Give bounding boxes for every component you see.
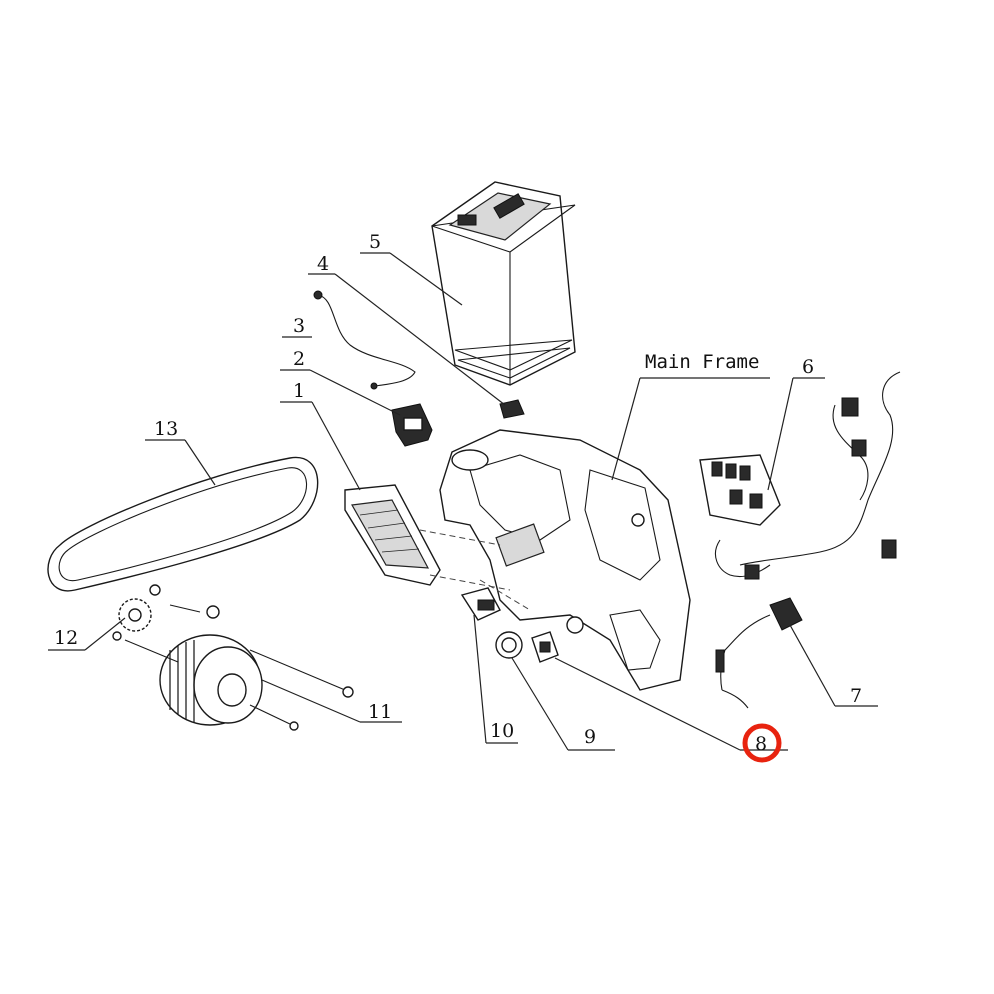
sensor-cable — [313, 290, 416, 390]
callout-9: 9 — [584, 726, 596, 748]
sprocket — [112, 584, 161, 641]
callout-1: 1 — [293, 380, 305, 402]
alignment-lines — [419, 529, 531, 611]
callout-5: 5 — [369, 231, 381, 253]
battery-pack — [431, 181, 576, 386]
bearing-part — [495, 631, 523, 659]
controller-box — [344, 484, 441, 586]
throttle-assembly — [715, 597, 803, 709]
leader-lines — [48, 252, 878, 751]
callout-4: 4 — [317, 253, 329, 275]
callout-11: 11 — [368, 701, 392, 723]
callout-8: 8 — [755, 733, 767, 755]
callout-12: 12 — [54, 627, 78, 649]
callout-3: 3 — [293, 315, 305, 337]
highlight-ring — [742, 723, 782, 763]
clip-part — [499, 399, 525, 419]
sensor-part — [531, 631, 559, 663]
drive-belt — [47, 456, 319, 592]
callout-10: 10 — [490, 720, 514, 742]
hub-motor — [124, 604, 354, 731]
bracket-part — [460, 587, 501, 621]
main-frame-label: Main Frame — [645, 351, 759, 373]
callout-2: 2 — [293, 348, 305, 370]
callout-7: 7 — [850, 685, 862, 707]
callout-6: 6 — [802, 356, 814, 378]
callout-13: 13 — [154, 418, 178, 440]
wiring-harness — [699, 371, 901, 580]
switch-part — [391, 403, 433, 447]
main-frame — [439, 429, 691, 691]
